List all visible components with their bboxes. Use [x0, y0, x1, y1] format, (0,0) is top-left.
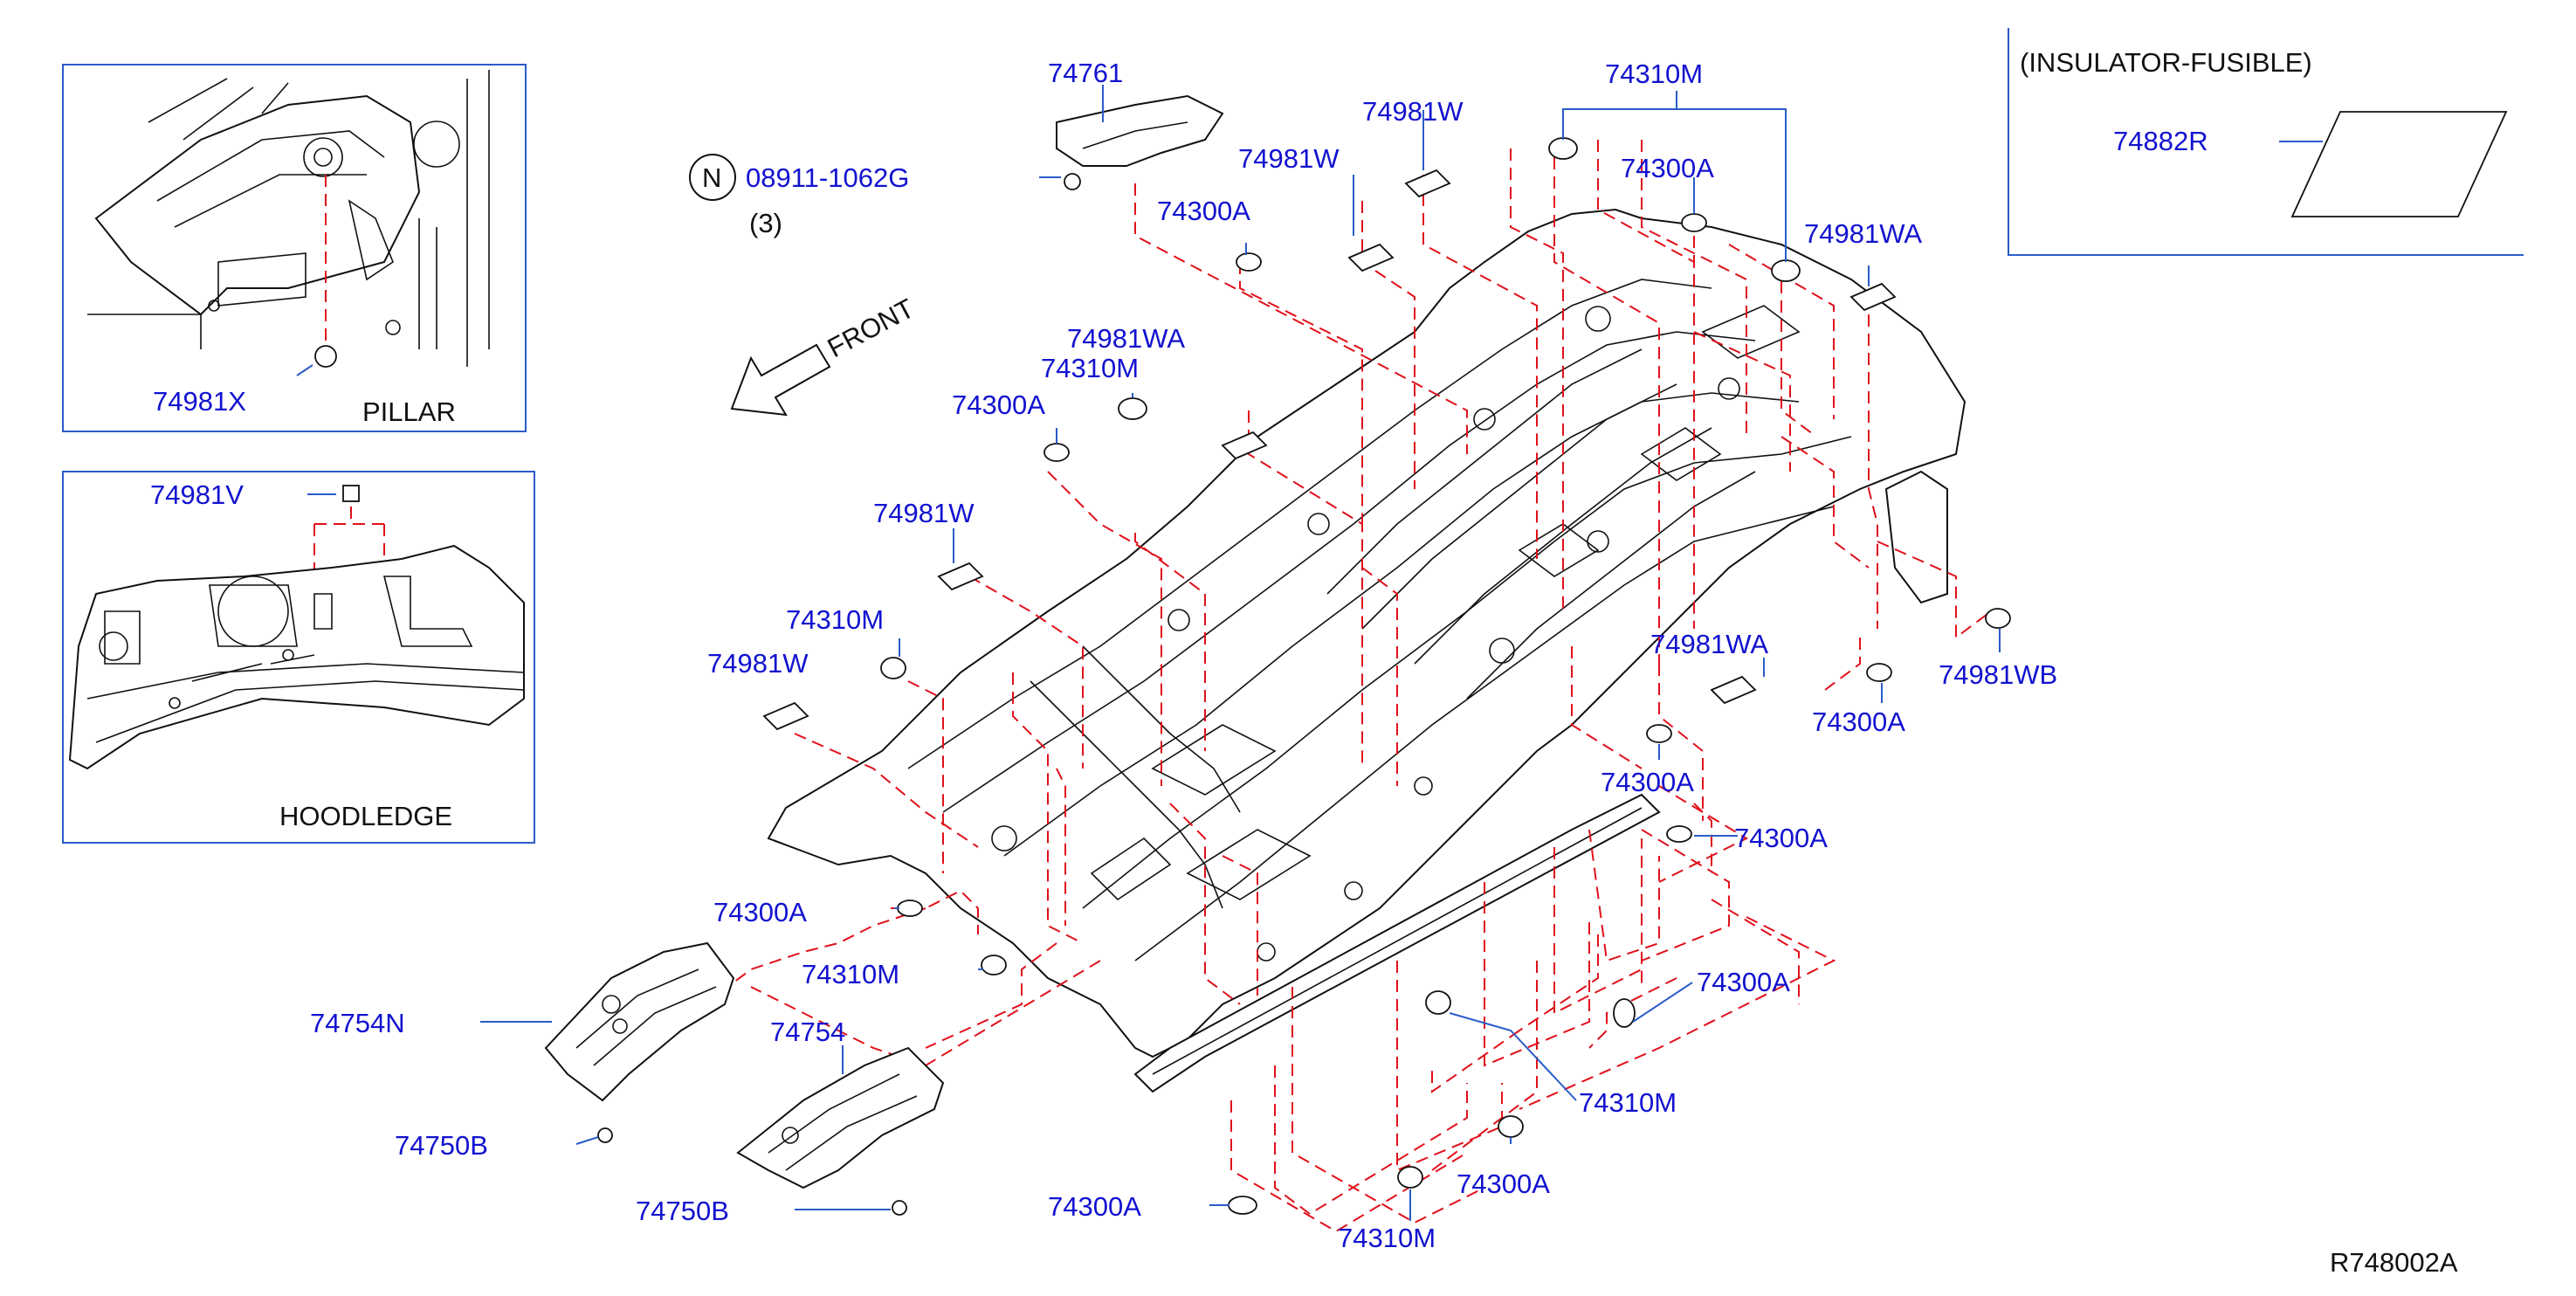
label-74981WB: 74981WB — [1939, 659, 2057, 690]
label-74754N: 74754N — [310, 1008, 405, 1038]
bolt-callout: N 08911-1062G (3) — [689, 154, 909, 238]
front-label: FRONT — [823, 293, 920, 363]
label-74981WA-c: 74981WA — [1650, 629, 1768, 659]
label-74310M-d: 74310M — [802, 959, 899, 989]
label-74750B-b: 74750B — [636, 1196, 729, 1226]
label-74300A-e: 74300A — [1601, 767, 1694, 797]
fusible-insulator-sheet — [2290, 111, 2508, 217]
label-74300A-i: 74300A — [1048, 1191, 1141, 1222]
pillar-insulator-pad — [314, 345, 337, 368]
pillar-inset-title: PILLAR — [362, 396, 456, 427]
part-74754N — [544, 941, 735, 1102]
label-74300A-d: 74300A — [1812, 707, 1905, 737]
label-74310M-c: 74310M — [786, 604, 884, 635]
label-74310M-b: 74310M — [1041, 353, 1139, 383]
insulator-inset: (INSULATOR-FUSIBLE) 74882R — [2008, 28, 2524, 256]
label-74300A-j: 74300A — [1457, 1168, 1550, 1199]
front-arrow: FRONT — [730, 293, 920, 417]
label-74300A-a: 74300A — [1621, 153, 1714, 183]
leader-lines — [480, 85, 2001, 1221]
label-74981WA-a: 74981WA — [1804, 218, 1922, 249]
reference-code: R748002A — [2330, 1247, 2458, 1278]
label-74300A-g: 74300A — [1697, 967, 1790, 997]
label-74761: 74761 — [1048, 58, 1123, 88]
label-74981WA-b: 74981WA — [1067, 323, 1185, 354]
label-74310M-f: 74310M — [1338, 1223, 1436, 1253]
label-74981W-a: 74981W — [1362, 96, 1464, 127]
label-74981W-b: 74981W — [1238, 143, 1340, 174]
label-74981W-d: 74981W — [707, 648, 809, 679]
label-74310M-e: 74310M — [1579, 1087, 1677, 1118]
label-74300A-h: 74300A — [713, 897, 807, 927]
part-74761-shield — [1056, 94, 1224, 167]
hoodledge-sketch — [68, 544, 525, 770]
fasteners — [762, 94, 2011, 1215]
circled-letter: N — [702, 162, 721, 193]
label-74310M-top: 74310M — [1605, 59, 1703, 89]
dashed-guides — [715, 140, 1992, 1233]
label-74981V: 74981V — [150, 479, 244, 510]
label-74981W-c: 74981W — [873, 498, 975, 528]
lower-insulators — [544, 941, 945, 1216]
part-74754 — [736, 1046, 945, 1189]
hoodledge-inset: 74981V HOODLEDGE — [62, 471, 535, 844]
label-74300A-f: 74300A — [1734, 823, 1828, 853]
hoodledge-inset-title: HOODLEDGE — [279, 801, 452, 831]
label-74300A-c: 74300A — [952, 389, 1045, 420]
label-qty: (3) — [749, 208, 782, 238]
pillar-sketch — [87, 70, 490, 367]
label-74882R: 74882R — [2113, 126, 2208, 156]
label-74300A-b: 74300A — [1157, 196, 1250, 226]
label-08911-1062G: 08911-1062G — [746, 162, 909, 193]
part-labels: 74761 74310M 74981W 74981W 74300A 74300A… — [310, 58, 2458, 1278]
hoodledge-pad — [342, 485, 360, 502]
floor-panel — [767, 208, 1966, 1093]
insulator-inset-title: (INSULATOR-FUSIBLE) — [2020, 47, 2312, 78]
label-74981X: 74981X — [153, 386, 246, 417]
label-74754: 74754 — [770, 1017, 845, 1047]
pillar-inset: 74981X PILLAR — [62, 64, 527, 432]
label-74750B-a: 74750B — [395, 1130, 488, 1161]
